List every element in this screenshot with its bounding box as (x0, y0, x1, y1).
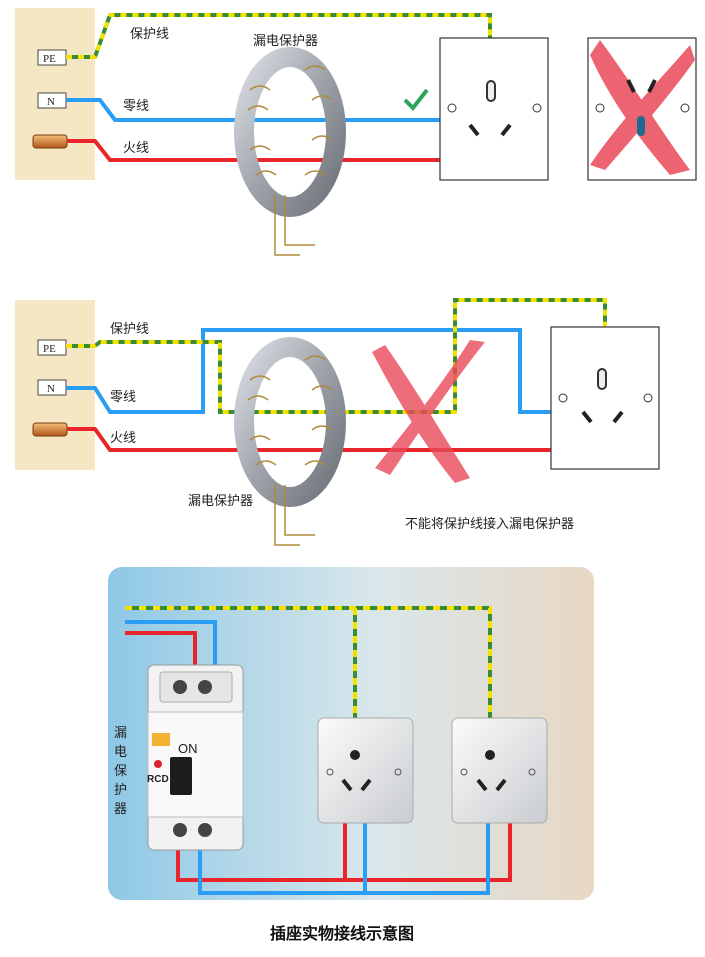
pe-label: PE (43, 53, 56, 65)
diagram-2: PE N 保护线 零线 火线 漏电保护器 不能将保护线接入漏电保护器 (15, 298, 660, 546)
rcd-label: 漏电保护器 (253, 33, 318, 49)
rcd-vertical-char: 漏 (114, 725, 127, 741)
n-label: N (47, 383, 55, 395)
rcd-coil (247, 355, 333, 546)
rcd-coil (247, 65, 333, 256)
n-label: N (47, 96, 55, 108)
protect-wire (66, 13, 492, 85)
screw-icon (643, 393, 653, 403)
protect-wire (66, 298, 607, 414)
neutral-wire-label: 零线 (123, 99, 149, 114)
check-icon (403, 88, 429, 112)
diagram-1: PE N 保护线 零线 火线 漏电保护器 (15, 8, 697, 256)
socket-slots (468, 123, 512, 137)
rcd-vertical-char: 器 (114, 802, 127, 817)
warning-text: 不能将保护线接入漏电保护器 (405, 516, 574, 532)
socket-right (451, 717, 548, 824)
rcd-on-label: ON (178, 741, 198, 756)
rcd-vertical-char: 电 (114, 745, 127, 760)
rcd-core-ring (234, 337, 346, 507)
rcd-label: 漏电保护器 (188, 493, 253, 509)
diagram-3: ON RCD 漏 电 保 护 器 (108, 567, 594, 900)
protect-wire-label: 保护线 (130, 27, 169, 42)
pe-label: PE (43, 343, 56, 355)
cross-icon (590, 40, 695, 175)
socket-slots (581, 410, 624, 424)
neutral-wire (198, 790, 490, 895)
cross-icon (372, 340, 485, 483)
live-wire-label: 火线 (110, 431, 136, 446)
rcd-vertical-char: 保 (114, 764, 127, 779)
rcd-device: ON RCD (147, 664, 244, 851)
rcd-vertical-char: 护 (114, 783, 127, 798)
rcd-core-ring (234, 47, 346, 217)
rcd-lever (170, 757, 192, 795)
protect-wire-label: 保护线 (110, 322, 149, 337)
test-button (152, 733, 170, 746)
live-wire-label: 火线 (123, 141, 149, 156)
screw-icon (532, 103, 542, 113)
fuse-icon (32, 134, 68, 149)
screw-icon (447, 103, 457, 113)
screw-icon (558, 393, 568, 403)
socket (550, 326, 660, 470)
socket-left (317, 717, 414, 824)
figure-caption: 插座实物接线示意图 (270, 924, 414, 943)
neutral-wire-label: 零线 (110, 390, 136, 405)
socket-correct (439, 37, 549, 181)
rcd-name-label: RCD (147, 774, 169, 785)
fuse-icon (32, 422, 68, 437)
